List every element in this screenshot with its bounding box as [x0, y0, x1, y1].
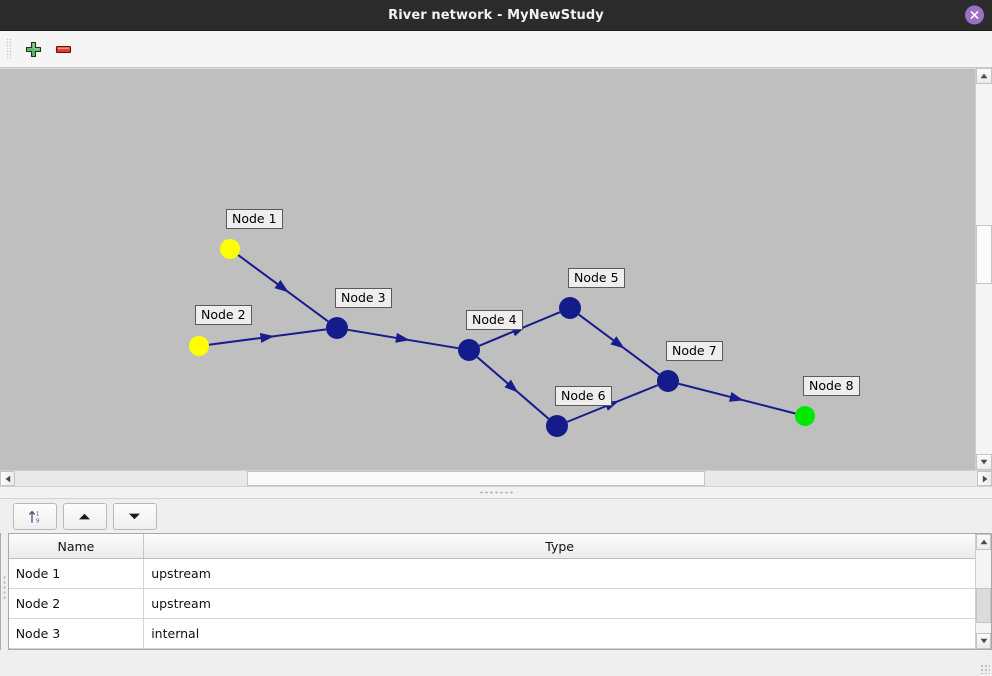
chevron-left-icon — [5, 475, 10, 482]
nodes-table-row[interactable]: Node 4internal — [8, 648, 976, 649]
move-down-icon — [129, 513, 141, 519]
chevron-up-icon — [980, 73, 988, 79]
graph-node-node-6[interactable] — [546, 415, 568, 437]
network-graph — [189, 239, 815, 437]
svg-text:1: 1 — [36, 511, 39, 517]
close-button[interactable] — [965, 5, 984, 25]
scroll-left-button[interactable] — [0, 471, 15, 486]
nodes-pane: 1 9 — [7, 499, 992, 676]
nodes-scroll-thumb[interactable] — [976, 588, 992, 624]
edge-arrow-icon — [504, 379, 519, 393]
nodes-cell-type[interactable]: upstream — [143, 558, 976, 589]
chevron-down-icon — [980, 638, 987, 644]
canvas-vertical-scrollbar[interactable] — [975, 68, 992, 470]
graph-node-label-node-3[interactable]: Node 3 — [335, 288, 392, 308]
add-node-icon — [25, 41, 41, 57]
reaches-pane-footer — [0, 650, 1, 676]
scroll-down-button[interactable] — [976, 454, 992, 470]
graph-node-label-node-8[interactable]: Node 8 — [803, 376, 860, 396]
window-resize-grip-icon[interactable] — [980, 664, 990, 674]
graph-node-node-4[interactable] — [458, 339, 480, 361]
remove-node-button[interactable] — [48, 35, 78, 63]
horizontal-splitter[interactable] — [0, 486, 992, 499]
graph-node-node-8[interactable] — [795, 406, 815, 426]
graph-node-node-1[interactable] — [220, 239, 240, 259]
nodes-move-up-button[interactable] — [62, 502, 107, 530]
edge-arrow-icon — [395, 332, 410, 343]
nodes-pane-footer — [7, 650, 992, 676]
nodes-cell-type[interactable]: internal — [143, 618, 976, 649]
main-toolbar — [0, 31, 992, 68]
nodes-col-header-name[interactable]: Name — [8, 534, 145, 559]
chevron-right-icon — [982, 475, 987, 482]
nodes-cell-name[interactable]: Node 2 — [8, 588, 145, 619]
graph-node-node-2[interactable] — [189, 336, 209, 356]
graph-node-label-node-5[interactable]: Node 5 — [568, 268, 625, 288]
vertical-splitter[interactable] — [0, 499, 8, 676]
splitter-grip-icon — [479, 491, 513, 494]
edge-arrow-icon — [259, 333, 275, 343]
scroll-right-button[interactable] — [977, 471, 992, 486]
canvas-hscroll-track[interactable] — [15, 471, 977, 486]
nodes-cell-type[interactable]: internal — [143, 648, 976, 649]
vertical-splitter-grip-icon — [2, 574, 6, 601]
edges-layer — [208, 254, 796, 423]
graph-node-label-node-6[interactable]: Node 6 — [555, 386, 612, 406]
tables-area: 1 9 — [0, 499, 992, 676]
nodes-col-header-type[interactable]: Type — [143, 534, 976, 559]
sort-icon: 1 9 — [28, 510, 40, 524]
svg-text:9: 9 — [36, 518, 40, 524]
nodes-scroll-down-button[interactable] — [976, 633, 992, 649]
nodes-sort-button[interactable]: 1 9 — [12, 502, 57, 530]
titlebar: River network - MyNewStudy — [0, 0, 992, 31]
graph-node-node-7[interactable] — [657, 370, 679, 392]
graph-area: Node 1 Node 2 Node 3 Node 4 Node 5 Node 6 Node… — [0, 68, 992, 470]
graph-node-label-node-2[interactable]: Node 2 — [195, 305, 252, 325]
remove-node-icon — [55, 45, 71, 53]
nodes-move-down-button[interactable] — [112, 502, 157, 530]
nodes-cell-name[interactable]: Node 4 — [8, 648, 145, 649]
canvas-vscroll-thumb[interactable] — [976, 224, 992, 284]
graph-node-label-node-7[interactable]: Node 7 — [666, 341, 723, 361]
graph-node-node-3[interactable] — [326, 317, 348, 339]
nodes-table-scrollbar[interactable] — [975, 534, 992, 649]
canvas-vscroll-track[interactable] — [976, 84, 992, 454]
chevron-down-icon — [980, 459, 988, 465]
canvas-horizontal-scrollbar[interactable] — [0, 470, 992, 486]
nodes-scroll-up-button[interactable] — [976, 534, 992, 550]
nodes-cell-name[interactable]: Node 1 — [8, 558, 145, 589]
edge-arrow-icon — [728, 392, 744, 402]
window-title: River network - MyNewStudy — [388, 7, 604, 23]
close-icon — [970, 11, 979, 19]
nodes-cell-name[interactable]: Node 3 — [8, 618, 145, 649]
edge-arrow-icon — [610, 336, 625, 349]
graph-node-label-node-1[interactable]: Node 1 — [226, 209, 283, 229]
add-node-button[interactable] — [18, 35, 48, 63]
graph-node-label-node-4[interactable]: Node 4 — [466, 310, 523, 330]
nodes-toolbar: 1 9 — [8, 499, 992, 533]
nodes-cell-type[interactable]: upstream — [143, 588, 976, 619]
edge-arrow-icon — [274, 280, 289, 293]
network-canvas[interactable]: Node 1 Node 2 Node 3 Node 4 Node 5 Node 6 Node… — [0, 68, 975, 470]
scroll-up-button[interactable] — [976, 68, 992, 84]
graph-node-node-5[interactable] — [559, 297, 581, 319]
nodes-layer — [189, 239, 815, 437]
chevron-up-icon — [980, 539, 987, 545]
nodes-scroll-track[interactable] — [976, 550, 992, 633]
toolbar-drag-handle[interactable] — [6, 38, 12, 60]
move-up-icon — [79, 513, 91, 519]
canvas-hscroll-thumb[interactable] — [246, 471, 705, 486]
